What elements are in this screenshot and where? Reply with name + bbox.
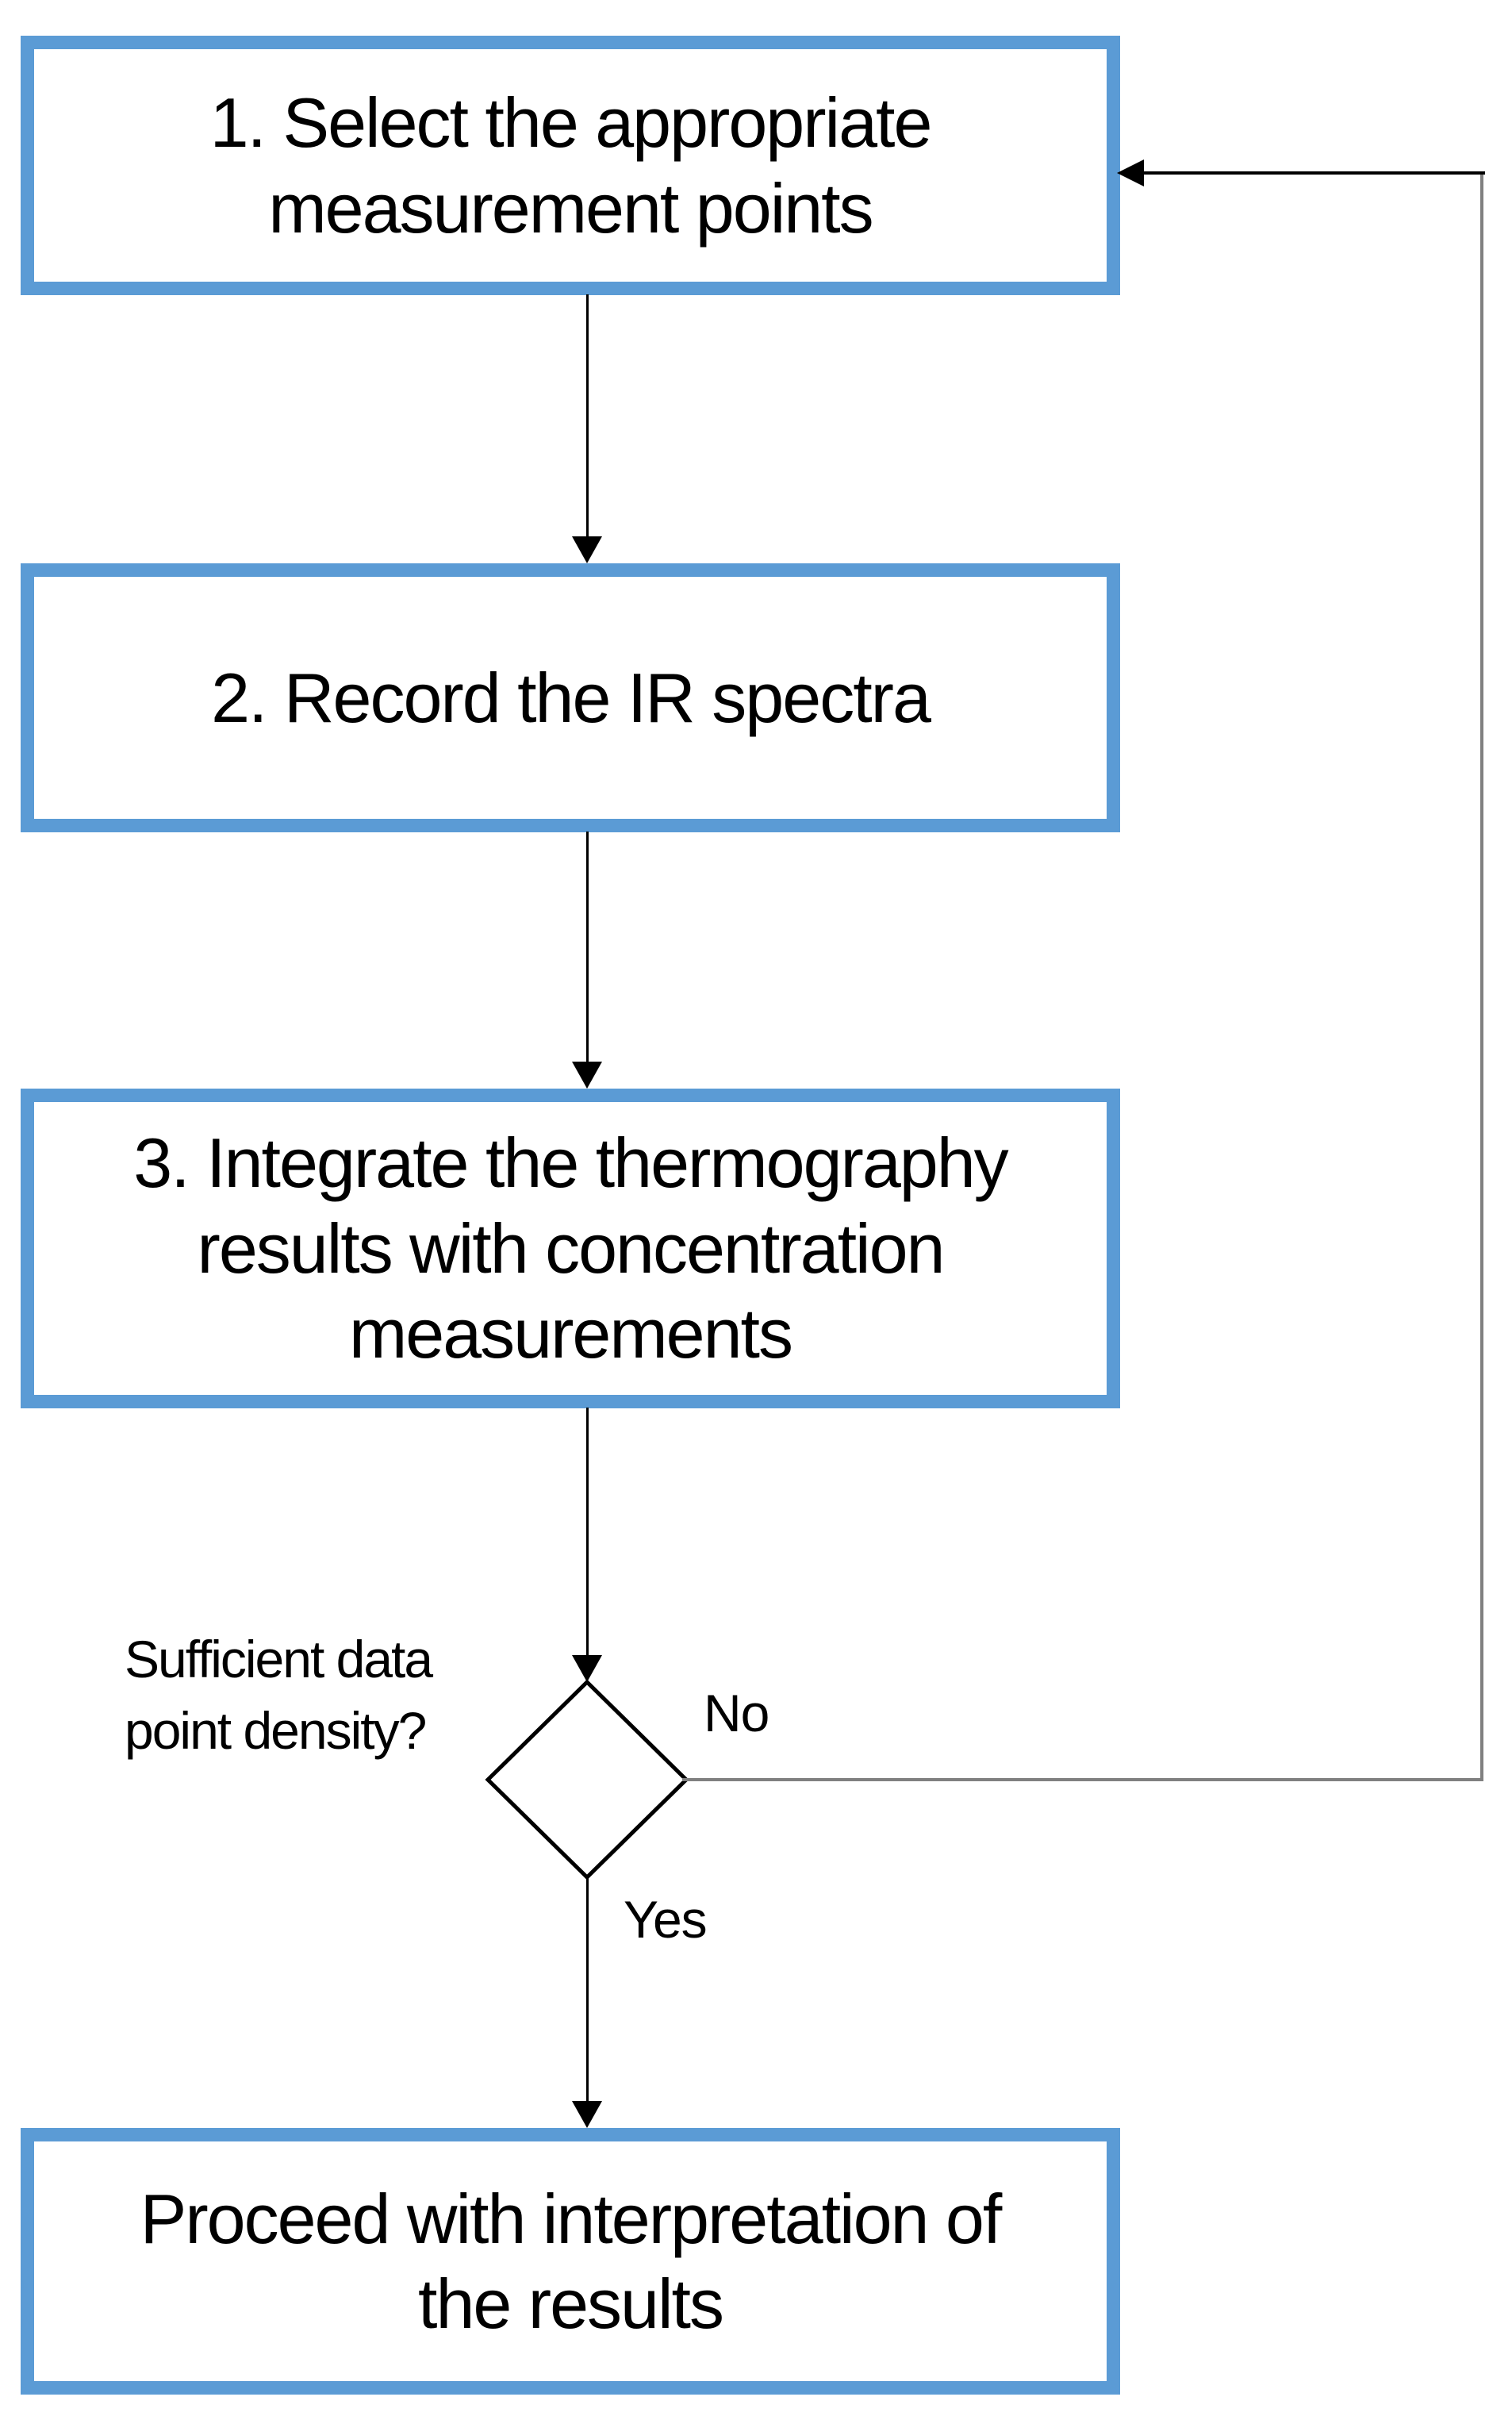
no-edge-label: No	[704, 1684, 769, 1742]
box-text-line: results with concentration	[197, 1208, 946, 1288]
decision-question-line: Sufficient data	[125, 1630, 433, 1688]
process-box-step-1: 1. Select the appropriate measurement po…	[21, 36, 1120, 295]
arrowhead-down-icon	[572, 1655, 602, 1682]
process-box-step-3: 3. Integrate the thermography results wi…	[21, 1089, 1120, 1408]
box-text-line: measurements	[348, 1294, 793, 1373]
decision-diamond	[485, 1679, 689, 1880]
box-text-line: 3. Integrate the thermography	[133, 1123, 1008, 1203]
box-text-line: 2. Record the IR spectra	[211, 658, 931, 737]
box-text-line: 1. Select the appropriate	[209, 83, 933, 163]
process-box-step-1-text: 1. Select the appropriate measurement po…	[209, 80, 933, 251]
arrowhead-left-icon	[1117, 159, 1144, 186]
no-branch-horizontal-line	[682, 1778, 1483, 1781]
arrowhead-down-icon	[572, 2101, 602, 2128]
result-box-text: Proceed with interpretation of the resul…	[140, 2176, 1003, 2347]
process-box-step-3-text: 3. Integrate the thermography results wi…	[133, 1120, 1008, 1376]
box-text-line: measurement points	[268, 168, 873, 248]
box-text-line: Proceed with interpretation of	[140, 2179, 1003, 2258]
decision-question-line: point density?	[125, 1701, 427, 1760]
decision-question-label: Sufficient data point density?	[125, 1623, 433, 1766]
box-text-line: the results	[418, 2264, 724, 2343]
yes-branch-line	[586, 1876, 589, 2103]
arrowhead-down-icon	[572, 1062, 602, 1089]
yes-edge-label: Yes	[624, 1890, 708, 1949]
decision-diamond-shape	[485, 1679, 689, 1880]
no-branch-return-line	[1142, 171, 1485, 175]
process-box-step-2: 2. Record the IR spectra	[21, 563, 1120, 832]
no-branch-vertical-line	[1480, 175, 1483, 1781]
flow-line-step2-step3	[586, 832, 589, 1063]
flow-line-step1-step2	[586, 294, 589, 538]
arrowhead-down-icon	[572, 536, 602, 563]
process-box-step-2-text: 2. Record the IR spectra	[211, 655, 931, 740]
result-box: Proceed with interpretation of the resul…	[21, 2128, 1120, 2395]
flow-line-step3-decision	[586, 1408, 589, 1657]
